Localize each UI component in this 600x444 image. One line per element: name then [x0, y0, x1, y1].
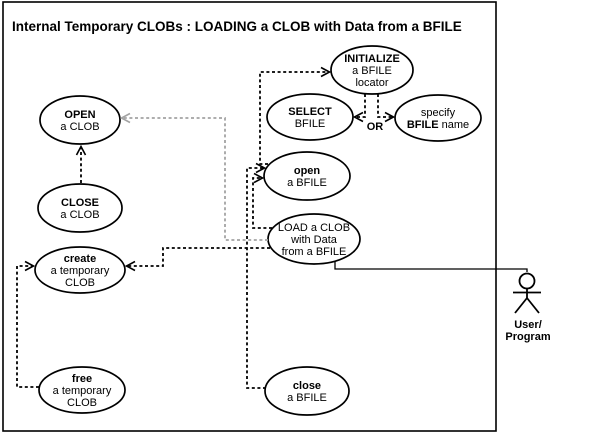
use-case-label-select-bfile: BFILE [295, 118, 326, 130]
or-label: OR [367, 121, 384, 133]
use-case-label-create-temp-clob: a temporary [51, 265, 110, 277]
use-case-label-open-bfile: open [294, 165, 321, 177]
actor-label-line2: Program [505, 331, 550, 343]
use-case-ellipse-free-temp-clob [38, 366, 126, 414]
use-case-label-close-clob: a CLOB [60, 209, 99, 221]
use-case-label-load-clob-from-bfile: from a BFILE [282, 246, 347, 258]
use-case-label-load-clob-from-bfile: LOAD a CLOB [278, 222, 350, 234]
use-case-label-open-clob: a CLOB [60, 121, 99, 133]
use-case-label-free-temp-clob: free [72, 373, 92, 385]
diagram-title: Internal Temporary CLOBs : LOADING a CLO… [12, 19, 462, 34]
use-case-ellipse-specify-bfile-name [394, 94, 482, 142]
actor-head [518, 272, 536, 290]
dependency-open-bfile-to-initialize [259, 72, 329, 165]
use-case-label-specify-bfile-name: specify [421, 107, 456, 119]
actor-label-line1: User/ [514, 319, 542, 331]
use-case-ellipse-initialize-bfile-locator [330, 45, 414, 95]
use-case-label-close-clob: CLOSE [61, 197, 99, 209]
use-case-label-close-bfile: close [293, 380, 321, 392]
use-case-label-close-bfile: a BFILE [287, 392, 327, 404]
use-case-ellipse-load-clob-from-bfile [267, 213, 361, 265]
dependency-close-bfile-to-open-bfile [246, 168, 266, 389]
use-case-ellipse-open-bfile [263, 151, 351, 201]
dependency-load-to-create-temp-clob [127, 247, 270, 266]
use-case-label-open-clob: OPEN [64, 109, 95, 121]
use-case-label-free-temp-clob: a temporary [53, 385, 112, 397]
dependency-initialize-to-select-bfile [355, 94, 366, 117]
diagram-frame [2, 1, 497, 432]
actor-leg-right [526, 297, 540, 314]
use-case-ellipse-close-bfile [264, 366, 350, 416]
use-case-label-create-temp-clob: CLOB [65, 277, 95, 289]
use-case-label-open-bfile: a BFILE [287, 177, 327, 189]
actor-user-program: User/ Program [505, 272, 551, 343]
use-case-label-initialize-bfile-locator: locator [355, 77, 388, 89]
actor-leg-left [514, 297, 528, 314]
use-case-label-initialize-bfile-locator: INITIALIZE [344, 53, 400, 65]
use-case-label-free-temp-clob: CLOB [67, 397, 97, 409]
use-case-label-initialize-bfile-locator: a BFILE [352, 65, 392, 77]
use-case-label-specify-bfile-name: BFILE name [407, 119, 469, 131]
dependency-free-temp-clob-to-create-temp-clob [16, 266, 39, 388]
dependency-load-to-open-bfile [252, 178, 272, 229]
use-case-label-load-clob-from-bfile: with Data [290, 234, 338, 246]
use-case-ellipse-close-clob [37, 183, 123, 233]
association-load-to-user-program [334, 261, 528, 272]
use-case-label-create-temp-clob: create [64, 253, 96, 265]
dependency-initialize-to-specify-bfile-name [377, 94, 393, 117]
use-case-label-select-bfile: SELECT [288, 106, 332, 118]
